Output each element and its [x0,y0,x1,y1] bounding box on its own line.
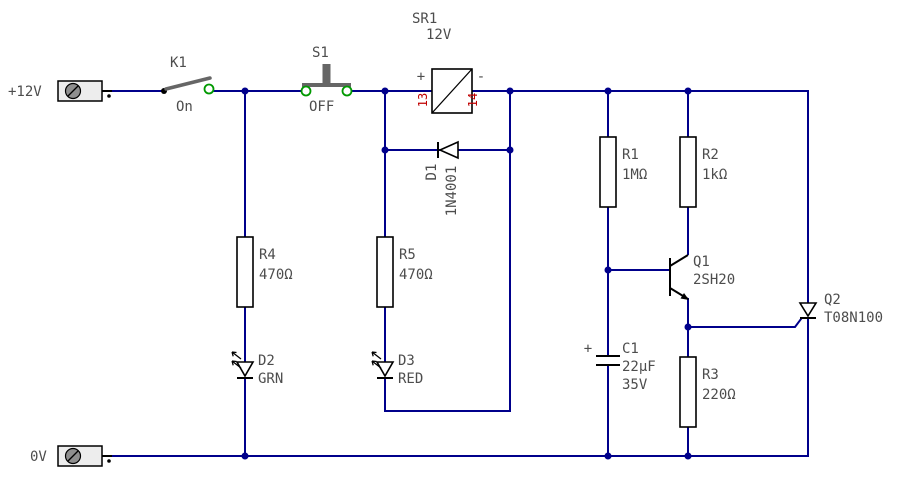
junction-dot [604,452,612,460]
sr1-minus-label: - [477,69,485,85]
resistor-body [679,356,697,428]
d1-ref-label: D1 [424,164,440,181]
c1-voltage-label: 35V [622,377,648,393]
component-r3-resistor[interactable] [679,356,697,428]
component-r1-resistor[interactable] [599,136,617,208]
sr1-value-label: 12V [426,27,452,43]
c1-ref-label: C1 [622,341,639,357]
q1-ref-label: Q1 [693,254,710,270]
resistor-body [599,136,617,208]
q1-value-label: 2SH20 [693,272,735,288]
k1-switch-blade [164,76,212,91]
sr1-pin14-label: 14 [466,93,480,107]
component-q2-thyristor[interactable] [798,302,818,319]
r2-ref-label: R2 [702,147,719,163]
s1-left-contact [300,85,312,97]
component-sr1-relay-coil[interactable] [431,68,473,114]
component-r2-resistor[interactable] [679,136,697,208]
sr1-ref-label: SR1 [412,11,437,27]
led-emission-arrows-icon [371,351,382,369]
component-d3-led[interactable] [371,351,395,379]
q2-anode-triangle [798,302,818,318]
terminal-12v-label: +12V [8,84,42,100]
d2-value-label: GRN [258,371,283,387]
k1-state-label: On [176,99,193,115]
junction-dot [381,146,389,154]
junction-dot [241,452,249,460]
s1-right-contact [341,85,353,97]
component-q1-transistor[interactable] [669,254,689,300]
resistor-body [236,236,254,308]
resistor-body [679,136,697,208]
wire-top-rail [111,90,809,304]
junction-dot [241,87,249,95]
d2-ref-label: D2 [258,353,275,369]
component-r4-resistor[interactable] [236,236,254,308]
component-terminal-0v[interactable] [57,445,112,467]
component-k1-relay-contact[interactable] [161,76,215,95]
r1-value-label: 1MΩ [622,167,647,183]
d3-value-label: RED [398,371,423,387]
component-s1-pushbutton[interactable] [300,64,353,97]
junction-dot [604,87,612,95]
d1-value-label: 1N4001 [444,166,460,217]
q2-value-label: T08N100 [824,310,883,326]
terminal-0v-label: 0V [30,449,47,465]
component-r5-resistor[interactable] [376,236,394,308]
junction-dot [381,87,389,95]
r2-value-label: 1kΩ [702,167,727,183]
k1-ref-label: K1 [170,55,187,71]
junction-dot [684,87,692,95]
r4-value-label: 470Ω [259,267,293,283]
q1-collector-lead [669,254,689,267]
s1-ref-label: S1 [312,45,329,61]
resistor-body [376,236,394,308]
component-c1-capacitor[interactable] [596,355,620,366]
r3-ref-label: R3 [702,367,719,383]
junction-dot [506,146,514,154]
s1-plunger [322,64,331,83]
component-d1-diode[interactable] [437,140,459,160]
screw-slot [67,450,79,462]
q1-emitter-arrow-icon [680,293,689,300]
wire-r1-c1-branch [607,90,671,457]
component-terminal-12v[interactable] [57,80,112,102]
sr1-plus-label: + [417,69,425,85]
led-emission-arrows-icon [231,351,242,369]
junction-dot [684,452,692,460]
c1-plus-label: + [584,341,592,357]
c1-value-label: 22µF [622,359,656,375]
junction-dot [604,266,612,274]
q2-ref-label: Q2 [824,292,841,308]
d1-anode-triangle [438,140,459,160]
sr1-pin13-label: 13 [416,93,430,107]
sr1-coil-diagonal [431,68,473,114]
pin-dot [107,459,111,463]
screw-slot [67,85,79,97]
d3-ref-label: D3 [398,353,415,369]
component-d2-led[interactable] [231,351,255,379]
led-triangle [375,361,395,378]
junction-dots [241,87,692,460]
wire-q2-gate [687,317,803,328]
pin-dot [107,94,111,98]
r5-ref-label: R5 [399,247,416,263]
r1-ref-label: R1 [622,147,639,163]
junction-dot [684,323,692,331]
led-triangle [235,361,255,378]
wire-red-led-branch [384,90,511,412]
r4-ref-label: R4 [259,247,276,263]
junction-dot [506,87,514,95]
wires [111,90,809,457]
s1-state-label: OFF [309,99,334,115]
r5-value-label: 470Ω [399,267,433,283]
k1-right-contact [203,83,215,95]
r3-value-label: 220Ω [702,387,736,403]
